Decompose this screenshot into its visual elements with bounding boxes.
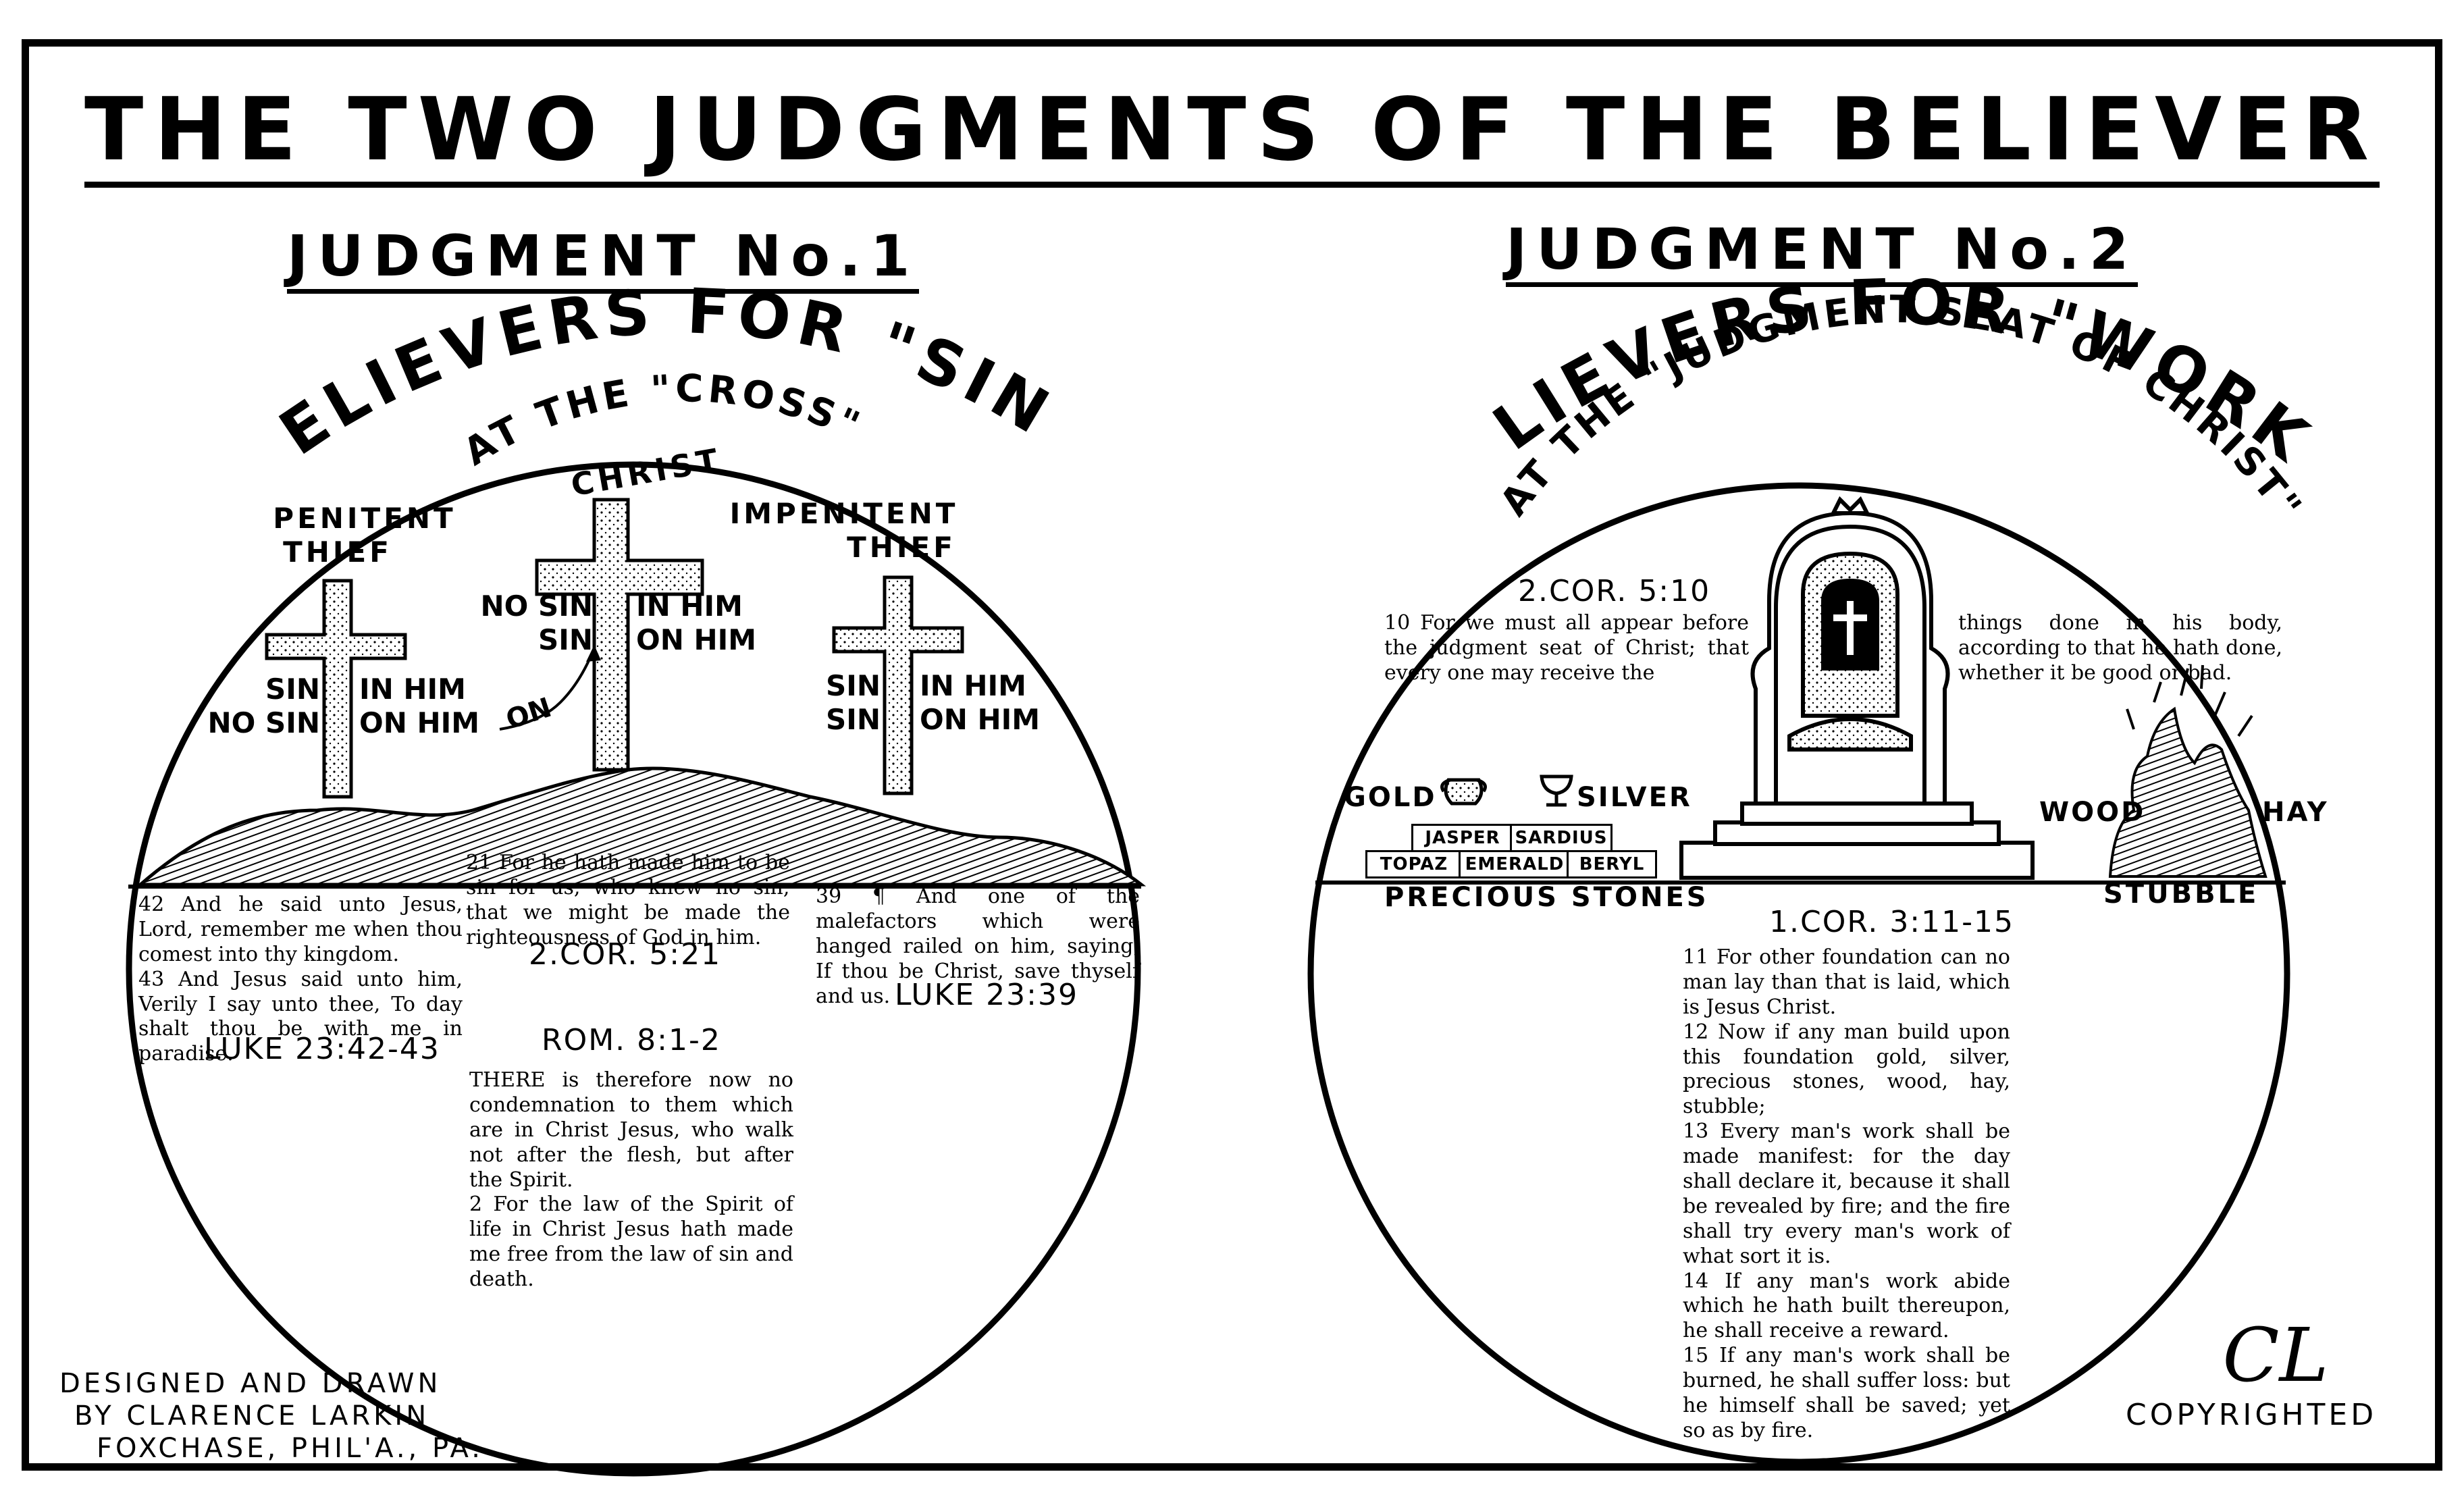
christ-no-sin: NO SIN (480, 589, 593, 623)
2-cor-5-10-ref: 2.COR. 5:10 (1518, 574, 1711, 608)
luke-23-42-43-verse: 42 And he said unto Jesus, Lord, remembe… (138, 893, 463, 1066)
stone-topaz: TOPAZ (1365, 850, 1463, 878)
2-cor-5-21-verse: 21 For he hath made him to be sin for us… (466, 851, 790, 949)
penitent-no-sin: NO SIN (207, 706, 320, 739)
2-cor-5-10-verse-b: things done in his body, according to th… (1958, 611, 2282, 685)
outer-frame (22, 39, 2442, 1471)
impenitent-thief-cross (832, 575, 964, 795)
judgment-1-circle (126, 461, 1141, 1477)
stone-sardius: SARDIUS (1510, 824, 1613, 852)
luke-23-39-verse: 39 ¶ And one of the malefactors which we… (816, 885, 1140, 1008)
wood-label: WOOD (2039, 797, 2146, 828)
2-cor-5-21-ref: 2.COR. 5:21 (529, 937, 722, 972)
christ-label: CHRIST (569, 441, 725, 503)
1-cor-3-11-15-ref: 1.COR. 3:11-15 (1769, 905, 2014, 939)
credit-line-3: FOXCHASE, PHIL'A., PA. (97, 1433, 483, 1464)
gold-label: GOLD (1344, 782, 1437, 813)
impenitent-in-him: IN HIM (920, 669, 1026, 702)
christ-on-him: ON HIM (636, 623, 756, 656)
rom-8-1-2-verse: THERE is therefore now no condemnation t… (469, 1068, 793, 1292)
penitent-sin: SIN (265, 673, 320, 706)
silver-label: SILVER (1577, 782, 1692, 813)
on-arrow (499, 648, 596, 731)
impenitent-sin-2: SIN (826, 703, 881, 736)
judgment-seat-throne (1679, 496, 2035, 880)
precious-stones-label: PRECIOUS STONES (1384, 882, 1709, 913)
rom-8-1-2-ref: ROM. 8:1-2 (542, 1023, 721, 1057)
penitent-label-2: THIEF (283, 535, 392, 569)
monogram: CL (2222, 1312, 2328, 1398)
stone-beryl: BERYL (1567, 850, 1657, 878)
judgment-1-heading: JUDGMENT No.1 (287, 223, 920, 294)
impenitent-label-1: IMPENITENT (730, 497, 959, 530)
judgment-2-heading: JUDGMENT No.2 (1506, 216, 2139, 287)
impenitent-label-2: THIEF (847, 531, 956, 564)
impenitent-sin: SIN (826, 669, 881, 702)
penitent-on-him: ON HIM (359, 706, 479, 739)
credit-line-1: DESIGNED AND DRAWN (59, 1368, 442, 1399)
hay-label: HAY (2262, 797, 2329, 828)
penitent-thief-cross (265, 579, 407, 799)
christ-in-him: IN HIM (636, 589, 743, 623)
impenitent-on-him: ON HIM (920, 703, 1040, 736)
credit-line-2: BY CLARENCE LARKIN (74, 1400, 430, 1432)
penitent-in-him: IN HIM (359, 673, 466, 706)
luke-23-42-43-ref: LUKE 23:42-43 (204, 1032, 440, 1066)
2-cor-5-10-verse-a: 10 For we must all appear before the jud… (1384, 611, 1749, 685)
on-arrow-head (586, 645, 601, 662)
stone-jasper: JASPER (1411, 824, 1514, 852)
1-cor-3-11-15-verse: 11 For other foundation can no man lay t… (1683, 945, 2010, 1442)
christ-cross (535, 498, 704, 772)
christ-sin: SIN (538, 623, 593, 656)
gold-vessel (1440, 778, 1487, 806)
credit-block: DESIGNED AND DRAWN BY CLARENCE LARKIN FO… (59, 1367, 483, 1465)
penitent-label-1: PENITENT (273, 502, 456, 535)
stone-emerald: EMERALD (1459, 850, 1571, 878)
luke-23-39-ref: LUKE 23:39 (895, 978, 1078, 1012)
silver-cup (1540, 774, 1573, 807)
page-title: THE TWO JUDGMENTS OF THE BELIEVER (0, 80, 2464, 188)
fire-stubble (2108, 664, 2268, 878)
stubble-label: STUBBLE (2103, 878, 2259, 910)
judgment-2-circle (1307, 482, 2290, 1465)
copyright-label: COPYRIGHTED (2126, 1398, 2378, 1432)
